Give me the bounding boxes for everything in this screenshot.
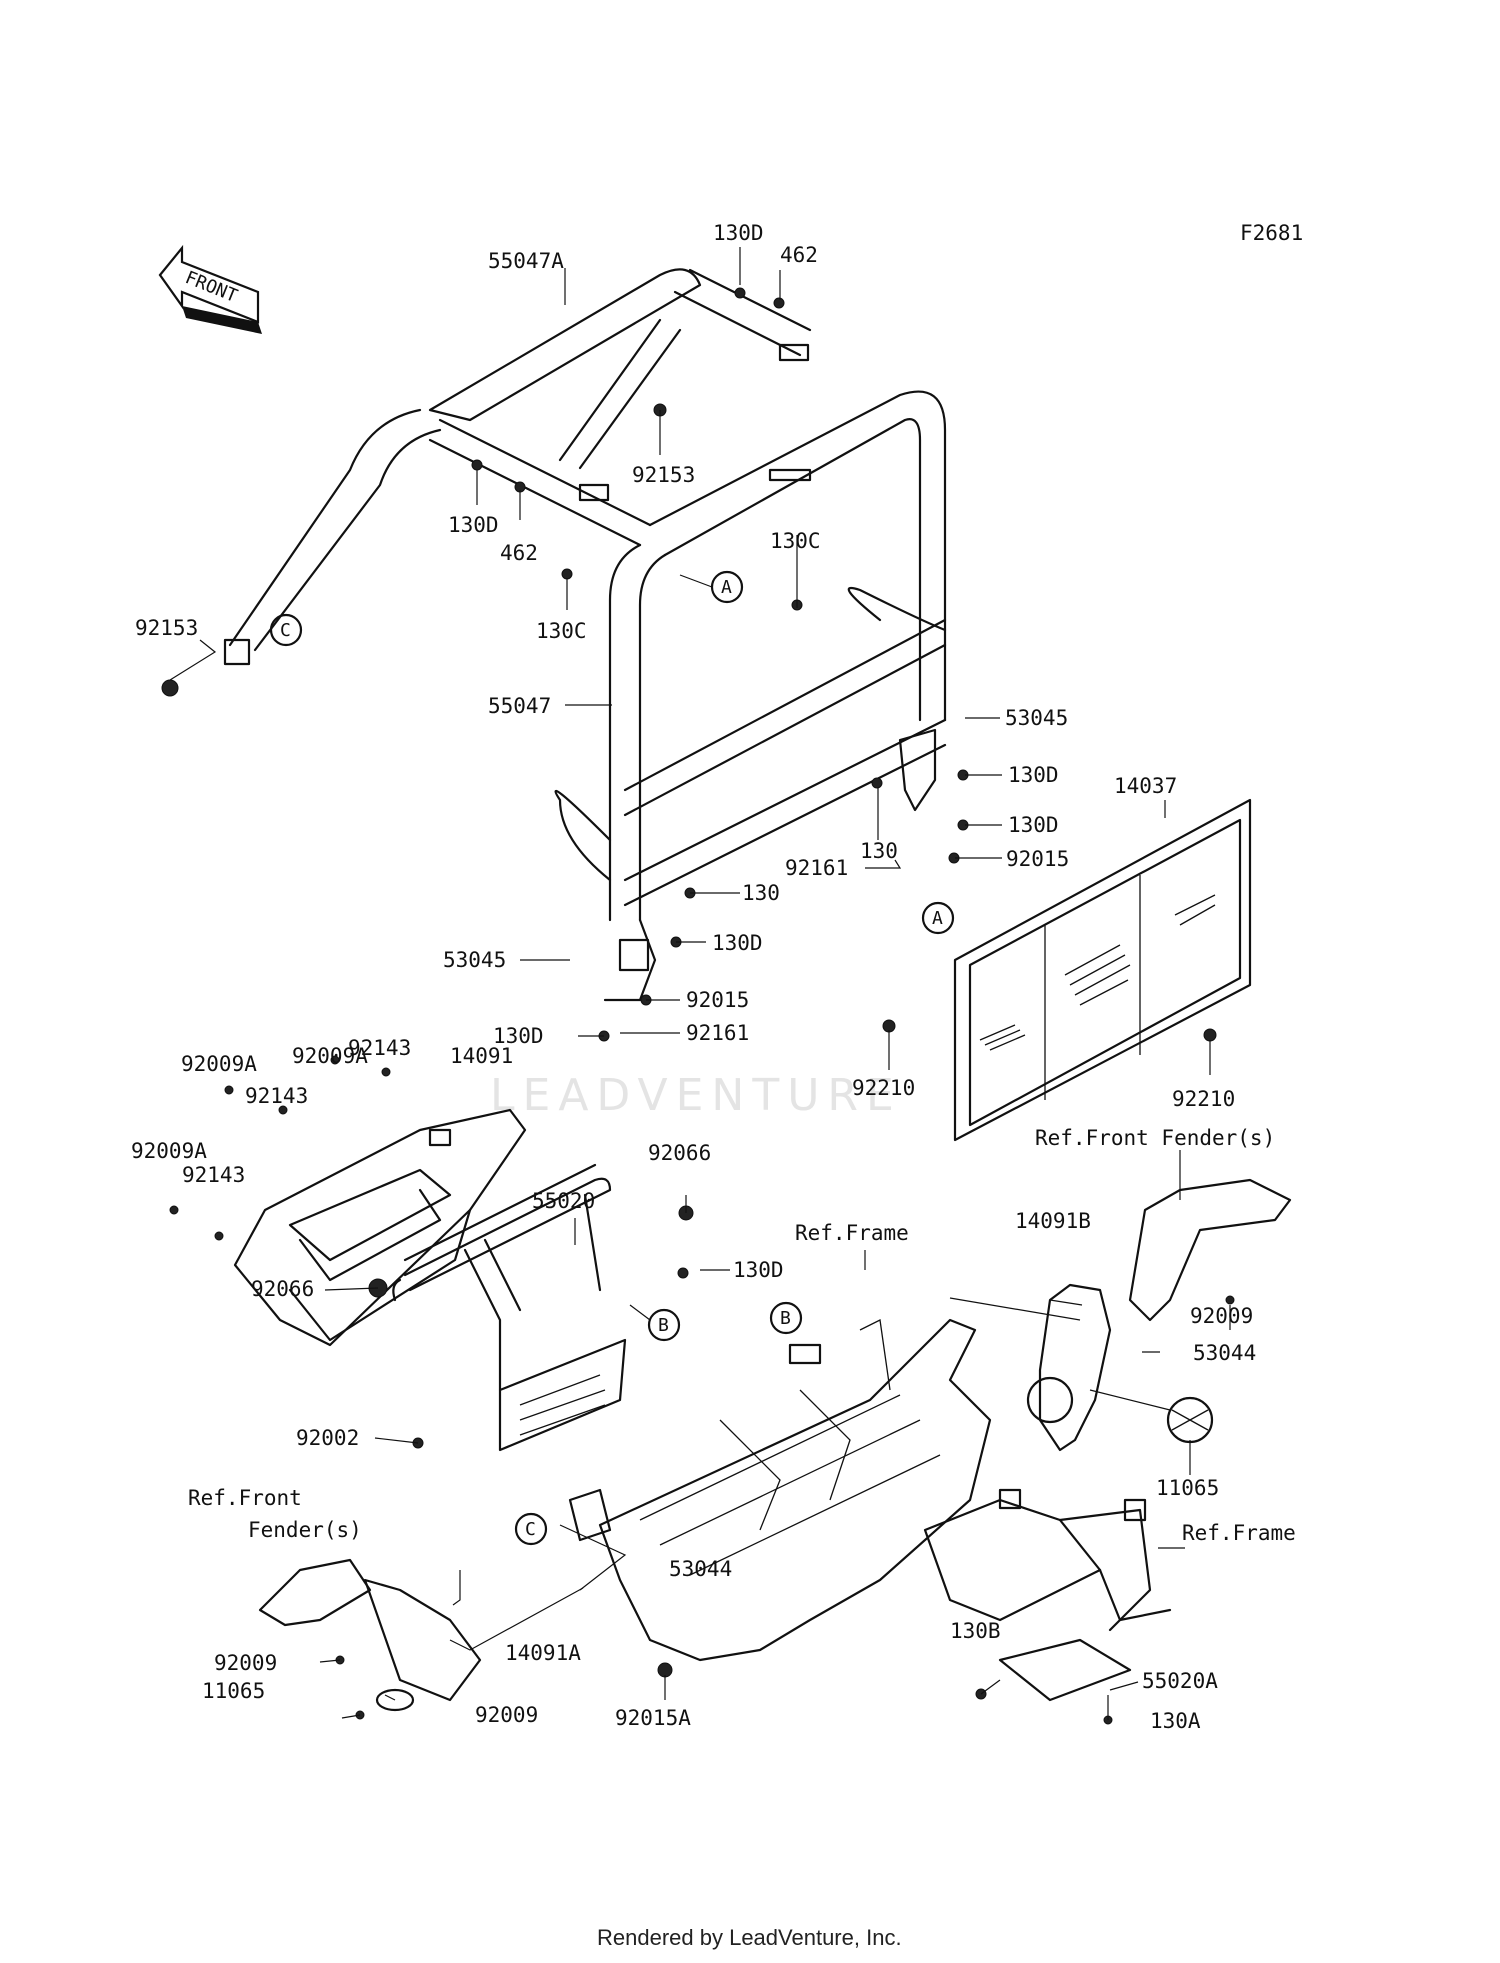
label-11065: 11065	[1156, 1476, 1219, 1500]
label-14037: 14037	[1114, 774, 1177, 798]
label-92015: 92015	[1006, 847, 1069, 871]
label-92009: 92009	[475, 1703, 538, 1727]
label-130c: 130C	[770, 529, 821, 553]
label-92015: 92015	[686, 988, 749, 1012]
label-53045: 53045	[443, 948, 506, 972]
label-92066: 92066	[251, 1277, 314, 1301]
part-labels: 55047A 130D 462 92153 130D 462 130C 130C…	[131, 221, 1256, 1733]
label-92161: 92161	[686, 1021, 749, 1045]
ref-frame: Ref.Frame	[795, 1221, 909, 1245]
diagram-code: F2681	[1240, 221, 1303, 245]
callout-c-lower: C	[514, 1512, 548, 1546]
ref-front: Ref.Front	[188, 1486, 302, 1510]
label-130: 130	[742, 881, 780, 905]
main-frame	[568, 1318, 992, 1662]
svg-text:B: B	[658, 1315, 669, 1336]
fender-right	[1026, 1178, 1292, 1452]
label-53044: 53044	[669, 1557, 732, 1581]
label-53045: 53045	[1005, 706, 1068, 730]
label-92009: 92009	[214, 1651, 277, 1675]
label-130c: 130C	[536, 619, 587, 643]
ref-front-fender: Ref.Front Fender(s)	[1035, 1126, 1275, 1150]
footer-credit: Rendered by LeadVenture, Inc.	[597, 1925, 902, 1950]
label-55047a: 55047A	[488, 249, 564, 273]
label-92009a: 92009A	[181, 1052, 257, 1076]
label-92153: 92153	[632, 463, 695, 487]
front-arrow-icon: FRONT	[158, 244, 262, 334]
roll-cage	[223, 268, 947, 1002]
label-92161: 92161	[785, 856, 848, 880]
label-130: 130	[860, 839, 898, 863]
label-130d: 130D	[1008, 813, 1059, 837]
callout-b-upper: B	[629, 1304, 681, 1342]
fender-left	[258, 1558, 482, 1712]
callout-b-lower: B	[769, 1301, 803, 1335]
label-92210: 92210	[852, 1076, 915, 1100]
svg-text:A: A	[932, 908, 943, 929]
label-130d: 130D	[712, 931, 763, 955]
label-130d: 130D	[713, 221, 764, 245]
label-14091: 14091	[450, 1044, 513, 1068]
label-130d: 130D	[1008, 763, 1059, 787]
front-bumper	[392, 1163, 627, 1452]
label-92210: 92210	[1172, 1087, 1235, 1111]
label-53044: 53044	[1193, 1341, 1256, 1365]
label-55020: 55020	[532, 1189, 595, 1213]
label-92009a: 92009A	[292, 1044, 368, 1068]
label-130b: 130B	[950, 1619, 1001, 1643]
label-92143: 92143	[348, 1036, 411, 1060]
label-92009: 92009	[1190, 1304, 1253, 1328]
label-92066: 92066	[648, 1141, 711, 1165]
ref-fender: Fender(s)	[248, 1518, 362, 1542]
label-462: 462	[780, 243, 818, 267]
skid-plate	[923, 1488, 1172, 1702]
svg-text:C: C	[525, 1519, 536, 1540]
label-92143: 92143	[182, 1163, 245, 1187]
front-panel	[233, 1108, 527, 1347]
ref-frame-lower: Ref.Frame	[1182, 1521, 1296, 1545]
label-55020a: 55020A	[1142, 1669, 1218, 1693]
label-130a: 130A	[1150, 1709, 1201, 1733]
svg-text:A: A	[721, 577, 732, 598]
svg-text:B: B	[780, 1308, 791, 1329]
callout-a-lower: A	[921, 901, 955, 935]
callout-c-upper: C	[269, 613, 303, 647]
label-92002: 92002	[296, 1426, 359, 1450]
label-11065: 11065	[202, 1679, 265, 1703]
callout-a-upper: A	[679, 570, 744, 604]
label-55047: 55047	[488, 694, 551, 718]
label-92143: 92143	[245, 1084, 308, 1108]
hardware-fasteners	[161, 287, 1235, 1725]
label-130d: 130D	[733, 1258, 784, 1282]
reference-labels: Ref.Front Fender(s) Ref.Frame Ref.Front …	[188, 1126, 1296, 1545]
label-462: 462	[500, 541, 538, 565]
label-92153: 92153	[135, 616, 198, 640]
leader-lines	[169, 247, 1231, 1720]
rear-screen	[953, 798, 1252, 1142]
svg-text:C: C	[280, 620, 291, 641]
watermark: LEADVENTURE	[490, 1070, 902, 1121]
label-92015a: 92015A	[615, 1706, 691, 1730]
label-14091a: 14091A	[505, 1641, 581, 1665]
label-14091b: 14091B	[1015, 1209, 1091, 1233]
label-130d: 130D	[448, 513, 499, 537]
label-130d: 130D	[493, 1024, 544, 1048]
label-92009a: 92009A	[131, 1139, 207, 1163]
